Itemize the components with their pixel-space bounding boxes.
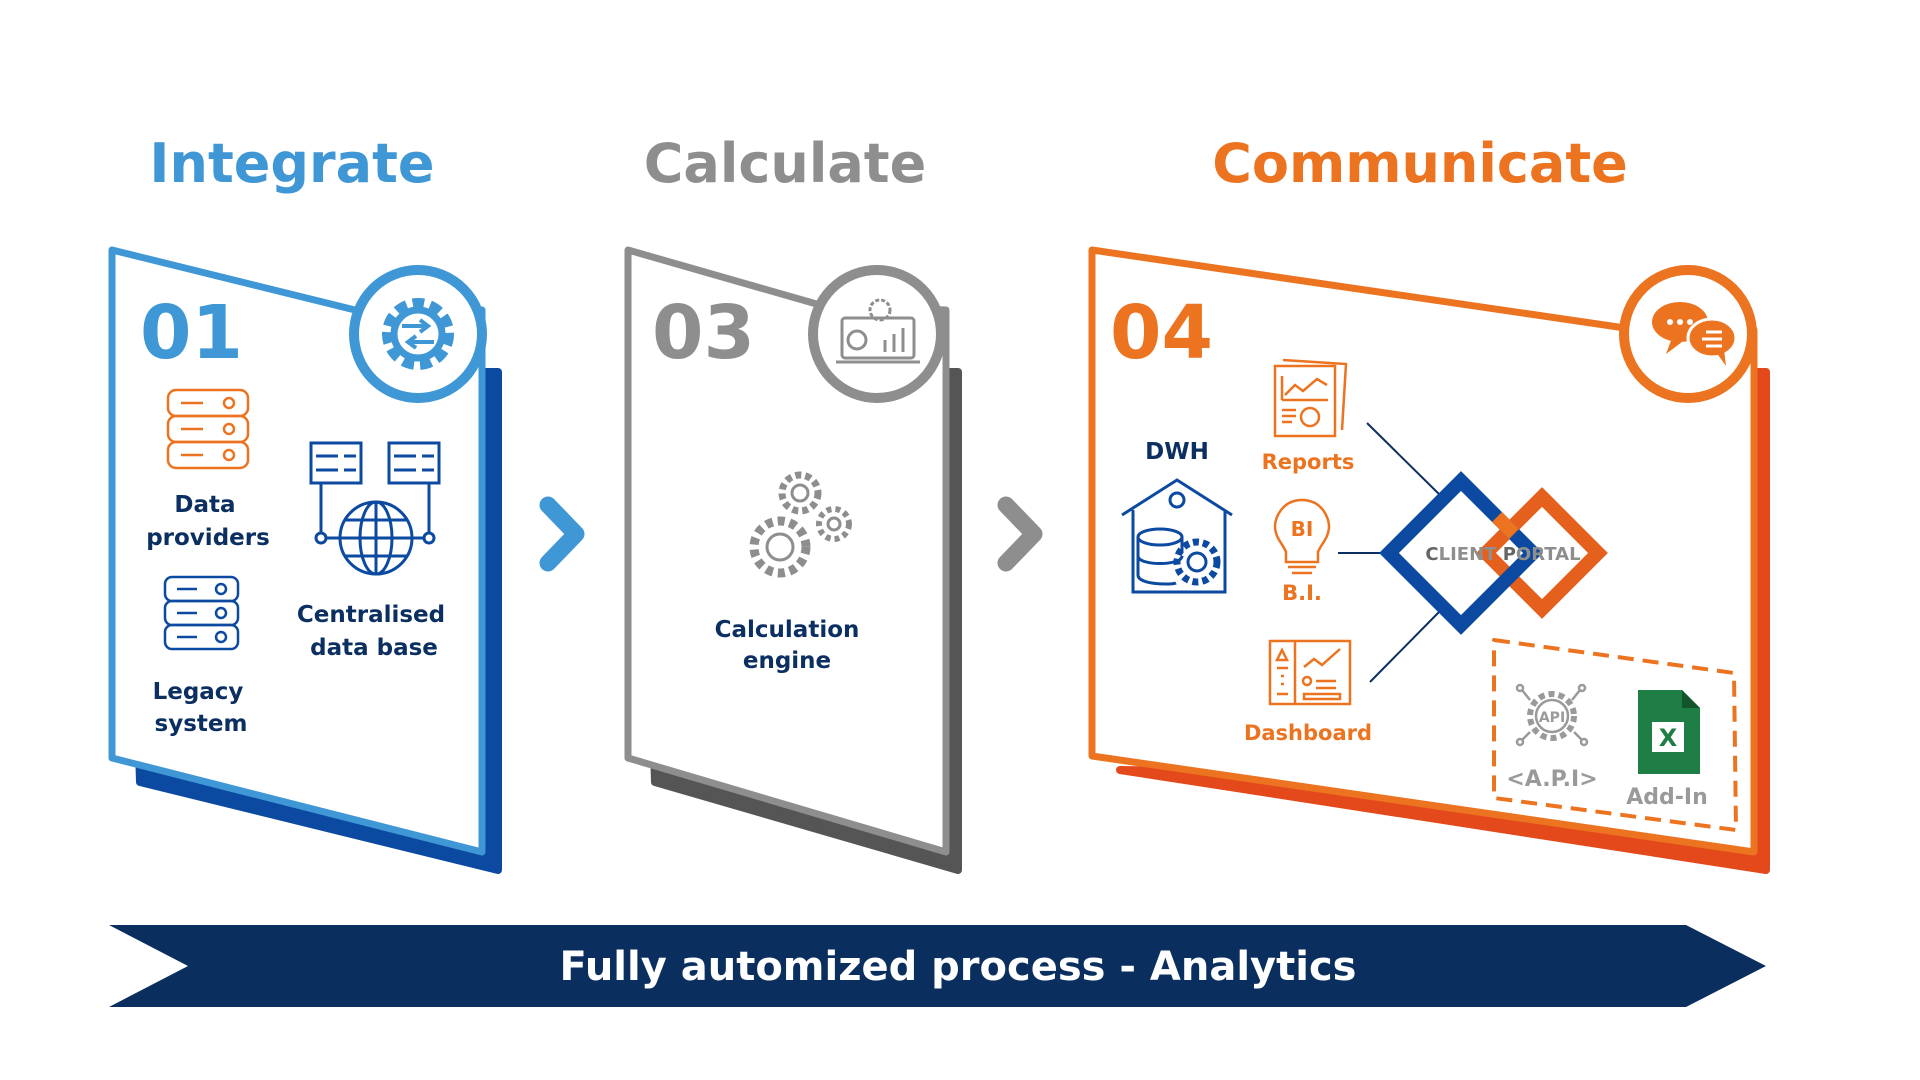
bulb-bi-icon: BI: [1273, 498, 1331, 575]
excel-icon-text: X: [1659, 724, 1678, 752]
stage-number: 03: [652, 290, 755, 376]
server-stack-icon: [166, 388, 250, 470]
item-label-data-providers: Data: [174, 492, 235, 518]
item-label-data-providers-2: providers: [146, 525, 270, 551]
stage-title-integrate: Integrate: [149, 132, 434, 195]
banner-text: Fully automized process - Analytics: [560, 944, 1357, 990]
item-label-legacy-system: Legacy: [153, 679, 244, 705]
item-label-centralised-db-2: data base: [310, 635, 438, 661]
item-label-calculation-engine: Calculation: [715, 617, 860, 643]
integrations-dashed-box: [1492, 638, 1738, 832]
card-integrate: 01 Data providers Legacy system Centrali…: [108, 246, 502, 874]
item-label-centralised-db: Centralised: [297, 602, 445, 628]
server-stack-icon: [163, 575, 240, 651]
excel-icon: X: [1638, 690, 1700, 774]
analytics-monitor-icon: [836, 298, 920, 364]
item-label-legacy-system-2: system: [155, 711, 248, 737]
data-warehouse-icon: [1121, 478, 1233, 594]
chevron-right-icon: [539, 496, 585, 572]
dashboard-icon: [1268, 639, 1352, 706]
stage-number: 04: [1110, 290, 1213, 376]
report-icon: [1273, 358, 1348, 438]
stage-icon-circle: [349, 265, 487, 403]
item-label-reports: Reports: [1262, 450, 1355, 474]
api-gear-icon: API: [1515, 683, 1589, 747]
stage-title-calculate: Calculate: [644, 132, 926, 195]
item-label-api: <A.P.I>: [1506, 767, 1597, 792]
stage-icon-circle: [808, 265, 946, 403]
item-label-bi: B.I.: [1282, 581, 1322, 605]
process-banner: [109, 925, 1766, 1007]
chat-bubbles-icon: [1652, 302, 1738, 366]
stage-title-communicate: Communicate: [1212, 132, 1628, 195]
item-label-add-in: Add-In: [1626, 785, 1708, 810]
chevron-right-icon: [997, 496, 1043, 572]
sync-gear-icon: [382, 298, 454, 370]
card-body: [108, 246, 486, 856]
client-portal-logo: CLIENT PORTAL: [1379, 471, 1608, 635]
item-label-dashboard: Dashboard: [1244, 721, 1372, 745]
card-calculate: 03 Calculation engine: [624, 246, 962, 874]
card-communicate: 04 DWH Reports BI B.I. Dashboard: [1088, 246, 1770, 874]
stage-number: 01: [140, 290, 243, 376]
client-portal-text: CLIENT PORTAL: [1425, 544, 1580, 565]
bi-icon-text: BI: [1291, 517, 1314, 541]
dwh-label: DWH: [1145, 439, 1209, 465]
gears-icon: [749, 471, 852, 578]
network-globe-icon: [309, 441, 441, 576]
item-label-calculation-engine-2: engine: [743, 648, 831, 674]
api-icon-text: API: [1539, 710, 1565, 726]
card-body: [1088, 246, 1758, 856]
